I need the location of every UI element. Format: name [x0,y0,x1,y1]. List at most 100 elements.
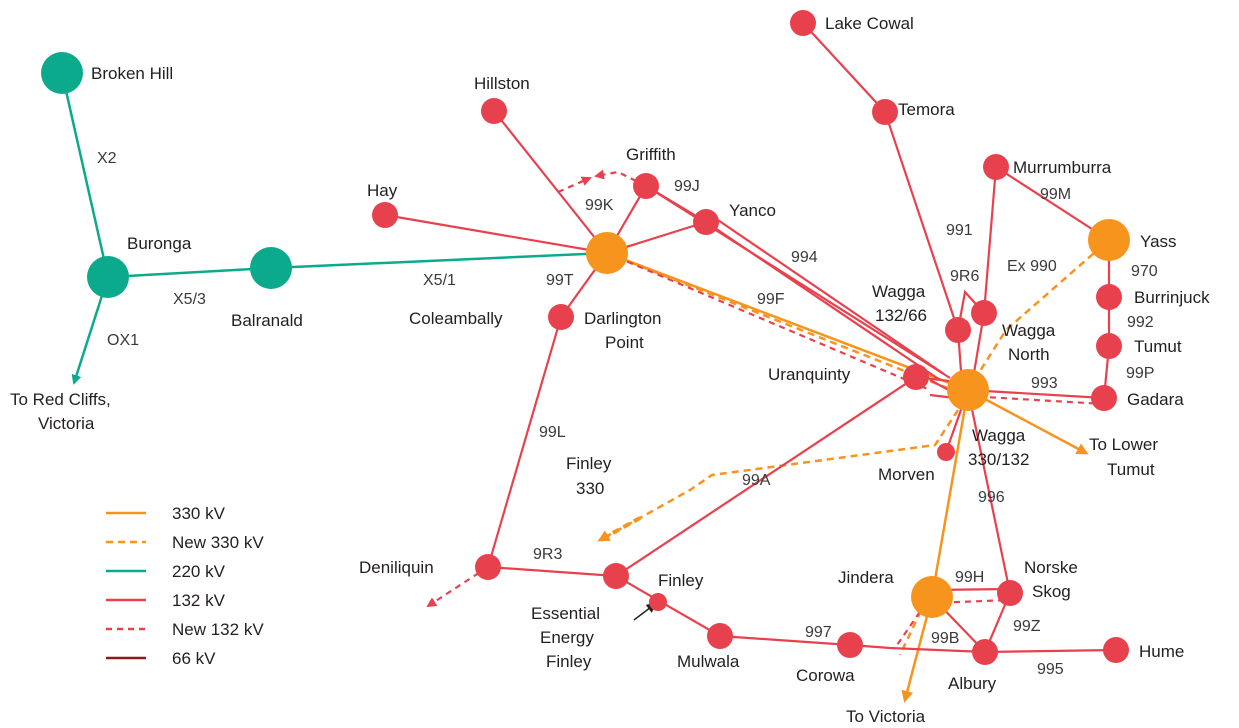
line-finley-mulwala [615,575,721,637]
node-burrinjuck [1096,284,1122,310]
label-hume: Hume [1139,642,1184,661]
code-997: 997 [805,624,832,641]
label-wagga-330-2: 330/132 [968,450,1029,469]
line-991 [883,111,960,331]
code-9r3: 9R3 [533,546,562,563]
line-new-darlington-uranquinty [606,251,931,392]
line-murrumburra-wagga [982,166,998,314]
node-coleambally [548,304,574,330]
label-essential-3: Finley [546,652,592,671]
label-buronga: Buronga [127,234,192,253]
line-codes: X2 X5/3 OX1 X5/1 99K 99J 99T 994 99F 991… [97,150,1158,678]
node-corowa [837,632,863,658]
line-new-wagga-finley330 [597,409,960,542]
code-994: 994 [791,249,818,266]
code-99j: 99J [674,178,700,195]
node-deniliquin [475,554,501,580]
label-mulwala: Mulwala [677,652,740,671]
node-hay [372,202,398,228]
line-new-finley-thick [599,516,641,542]
label-griffith: Griffith [626,145,676,164]
label-finley: Finley [658,571,704,590]
node-essential-energy-finley [649,593,667,611]
label-norske-1: Norske [1024,558,1078,577]
label-essential-2: Energy [540,628,594,647]
node-broken-hill [41,52,83,94]
label-tumut: Tumut [1134,337,1182,356]
line-wagga330-lower-tumut [967,388,1089,455]
label-coleambally: Coleambally [409,309,503,328]
label-red-cliffs-2: Victoria [38,414,95,433]
label-lake-cowal: Lake Cowal [825,14,914,33]
label-wagga-132-66-2: 132/66 [875,306,927,325]
label-temora: Temora [898,100,955,119]
line-hay [384,213,608,255]
nodes-330kv [586,219,1130,618]
label-essential-1: Essential [531,604,600,623]
label-burrinjuck: Burrinjuck [1134,288,1210,307]
node-wagga-132-66 [945,317,971,343]
lines-220kv [60,72,608,385]
label-hay: Hay [367,181,398,200]
line-x2 [60,72,110,278]
code-99l: 99L [539,424,566,441]
line-new-griffith-left [557,176,592,194]
node-morven [937,443,955,461]
code-x2: X2 [97,150,117,167]
node-mulwala [707,623,733,649]
label-wagga-330-1: Wagga [972,426,1026,445]
node-yanco [693,209,719,235]
label-murrumburra: Murrumburra [1013,158,1112,177]
line-99f-b [711,215,945,375]
line-hillston [493,110,608,254]
line-lakecowal-temora [802,22,886,113]
label-yass: Yass [1140,232,1177,251]
node-gadara [1091,385,1117,411]
code-99z: 99Z [1013,618,1041,635]
line-new-jindera-albury [894,602,927,649]
legend-label-new-330kv: New 330 kV [172,533,264,552]
code-x5-1: X5/1 [423,272,456,289]
line-new-wagga-yass [966,239,1110,391]
label-albury: Albury [948,674,997,693]
legend: 330 kV New 330 kV 220 kV 132 kV New 132 … [106,504,264,668]
line-corowa-albury [849,643,986,654]
code-99b: 99B [931,630,959,647]
legend-label-330kv: 330 kV [172,504,226,523]
line-new-wagga-gadara [967,394,1105,406]
line-99a [615,376,917,577]
label-wagga-north-1: Wagga [1002,321,1056,340]
nodes-132kv [372,10,1129,665]
code-993: 993 [1031,375,1058,392]
line-997 [719,634,851,647]
node-norske-skog [997,580,1023,606]
line-x5-3 [107,266,272,279]
node-finley [603,563,629,589]
line-x5-1 [270,251,608,270]
label-lower-tumut-1: To Lower [1089,435,1158,454]
legend-label-new-132kv: New 132 kV [172,620,264,639]
node-albury [972,639,998,665]
legend-label-220kv: 220 kV [172,562,226,581]
node-lake-cowal [790,10,816,36]
node-yass [1088,219,1130,261]
line-new-griffith-loop [594,169,647,187]
label-wagga-north-2: North [1008,345,1050,364]
node-murrumburra [983,154,1009,180]
node-balranald [250,247,292,289]
code-970: 970 [1131,263,1158,280]
label-finley330-1: Finley [566,454,612,473]
code-99p: 99P [1126,365,1154,382]
line-99l [486,316,563,568]
label-wagga-132-66-1: Wagga [872,282,926,301]
label-lower-tumut-2: Tumut [1107,460,1155,479]
label-balranald: Balranald [231,311,303,330]
line-99m [995,166,1110,241]
code-996: 996 [978,489,1005,506]
line-9r3 [487,565,617,578]
label-morven: Morven [878,465,935,484]
node-wagga-330 [947,369,989,411]
node-hillston [481,98,507,124]
node-tumut [1096,333,1122,359]
code-991: 991 [946,222,973,239]
